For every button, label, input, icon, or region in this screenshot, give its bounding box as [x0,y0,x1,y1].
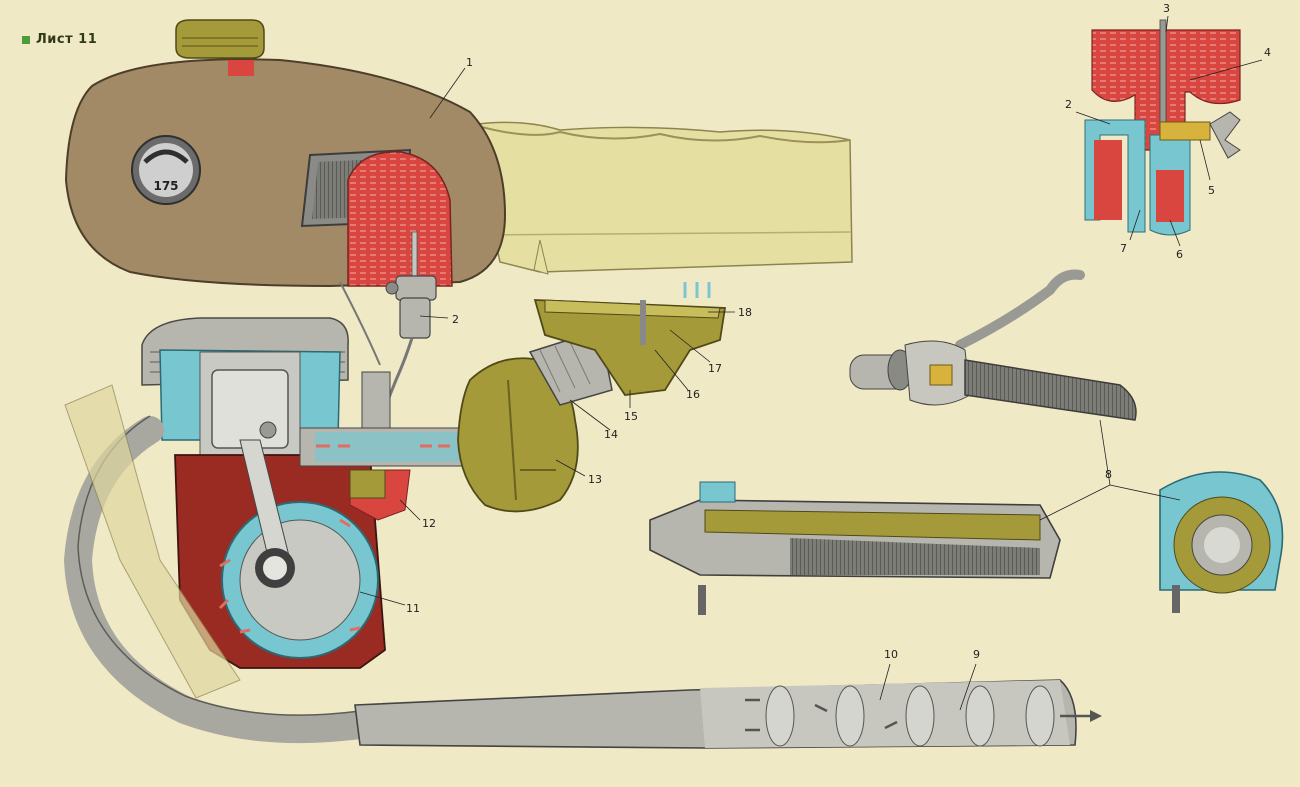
sheet-label: Лист 11 [22,32,97,47]
carburetor [299,371,471,521]
callout-2: 2 [452,313,459,326]
fuel-tank: 175 [64,19,507,288]
tank-badge: 175 [131,135,201,205]
badge-number: 175 [153,179,178,193]
filler-neck [228,60,254,76]
engine [141,317,386,669]
callout-6: 6 [1176,248,1183,261]
fuel-tap [385,275,437,339]
callout-3: 3 [1163,2,1170,15]
callout-7: 7 [1120,242,1127,255]
filler-cap [175,19,265,59]
callout-1: 1 [466,56,473,69]
callout-labels: 1 2 2 3 4 5 6 7 8 9 10 11 12 13 14 15 16… [406,2,1271,661]
callout-14: 14 [604,428,618,441]
callout-9: 9 [973,648,980,661]
callout-5: 5 [1208,184,1215,197]
callout-16: 16 [686,388,700,401]
piston [211,369,289,449]
callout-15: 15 [624,410,638,423]
callout-10: 10 [884,648,898,661]
callout-2b: 2 [1065,98,1072,111]
sheet-marker-icon [22,35,30,44]
throttle-grip [849,269,1137,421]
callout-13: 13 [588,473,602,486]
control-cable [339,281,381,366]
throttle-sleeve [649,481,1061,615]
callout-11: 11 [406,602,420,615]
filter-box [533,282,727,396]
callout-8: 8 [1105,468,1112,481]
frame-bracket [64,384,241,699]
callout-12: 12 [422,517,436,530]
sheet-label-text: Лист 11 [36,32,98,47]
callout-17: 17 [708,362,722,375]
callout-4: 4 [1264,46,1271,59]
fuel-line [386,337,414,401]
callout-18: 18 [738,306,752,319]
throttle-end-section [1159,471,1284,613]
seat [469,121,853,275]
callouts [359,15,1263,711]
tap-cross-section [1084,19,1241,236]
muffler [354,679,1102,749]
tank-cutaway-fuel [347,151,453,287]
